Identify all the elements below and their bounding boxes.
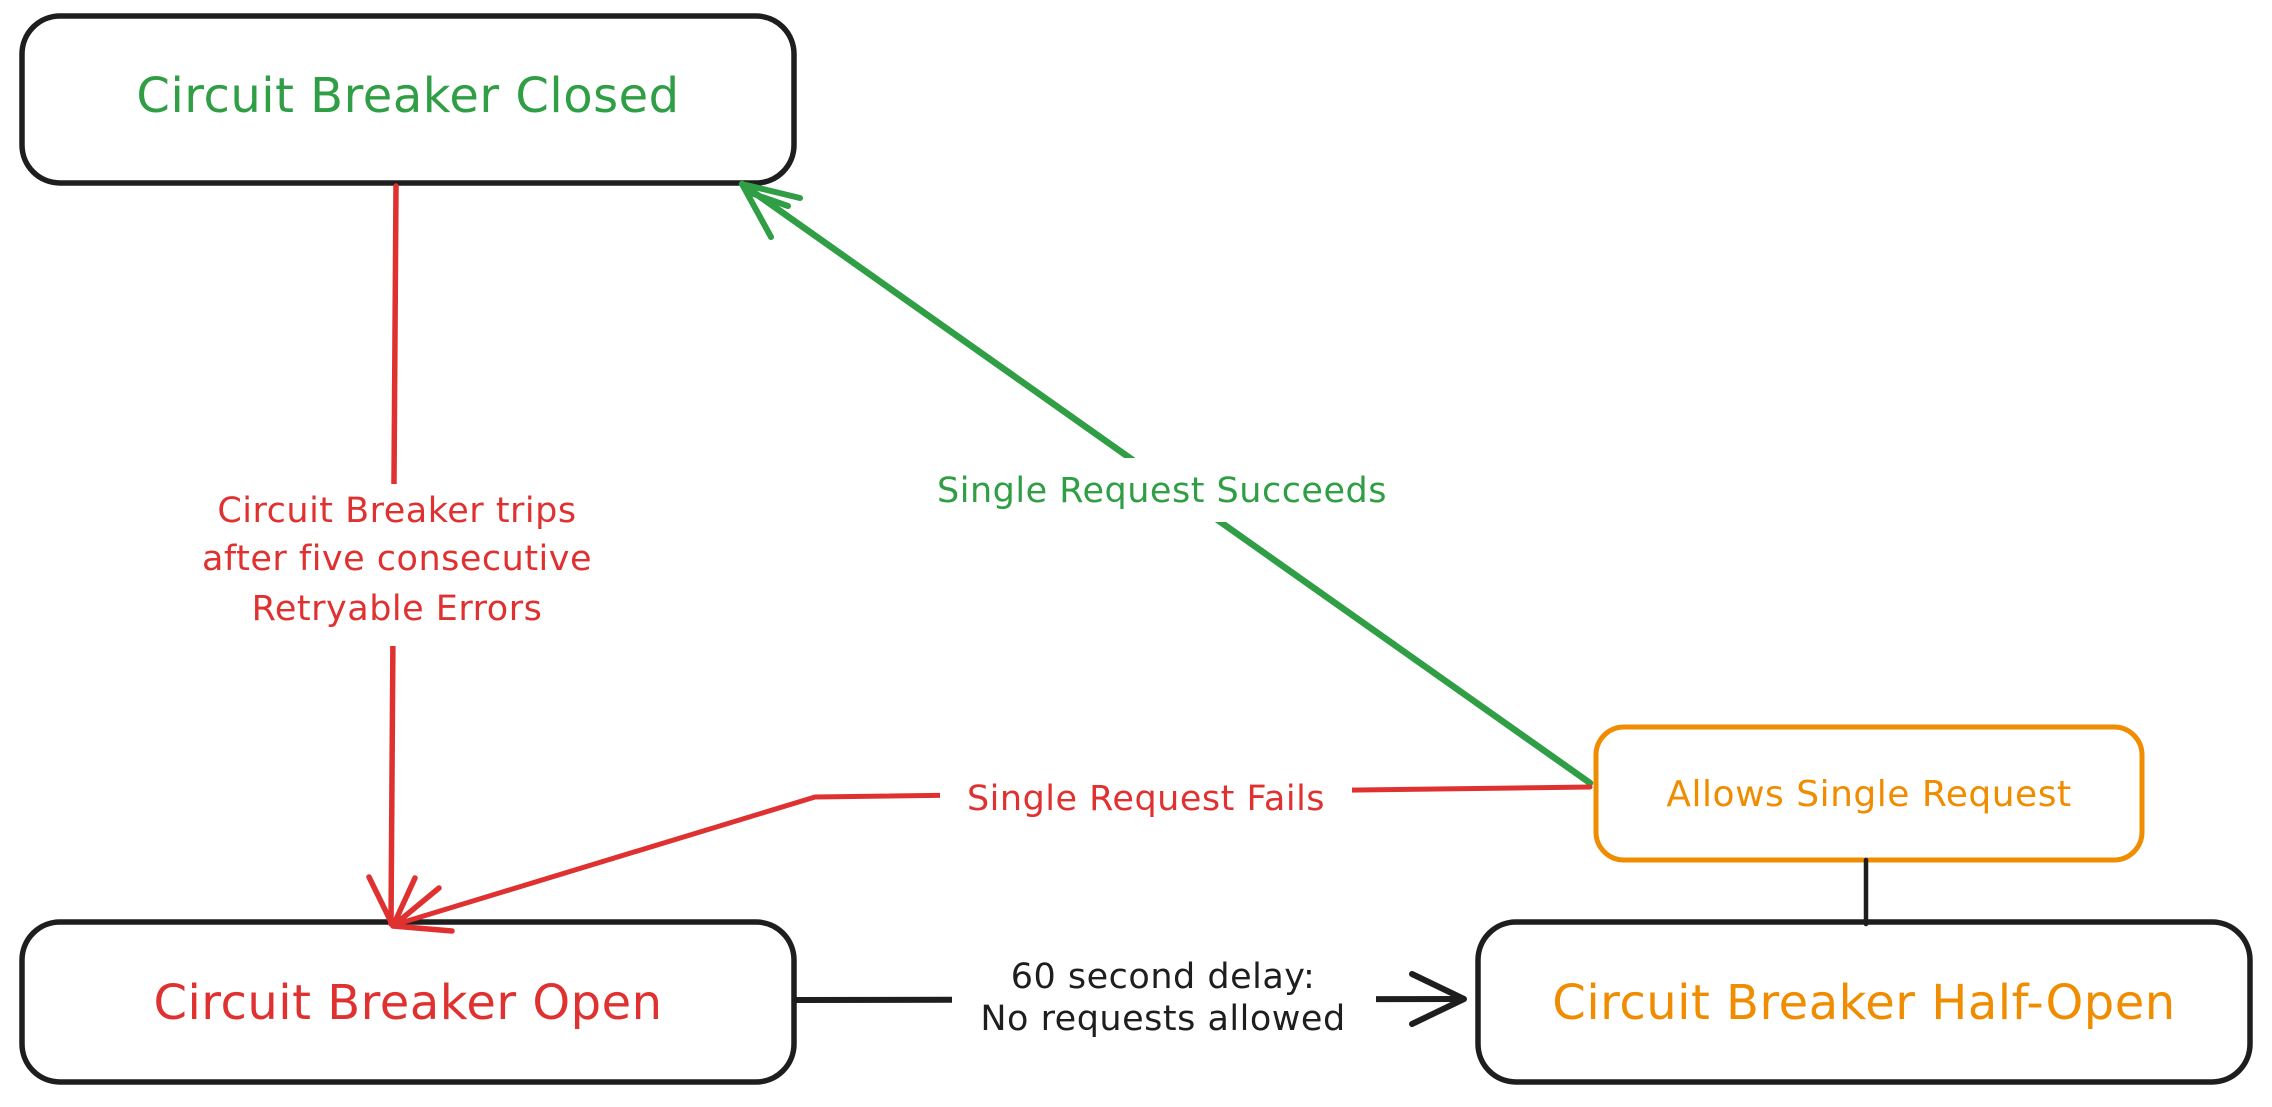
edge-succeeds-label-mask — [916, 458, 1408, 522]
edge-delay-arrowhead-icon — [1409, 971, 1467, 1027]
node-circuit-breaker-half-open-label: Circuit Breaker Half-Open — [1552, 975, 2175, 1031]
node-allows-single-request — [1593, 724, 2145, 863]
edge-delay-label-mask — [952, 944, 1376, 1050]
edge-succeeds-arrowhead-icon — [739, 181, 803, 240]
node-allows-single-request-label: Allows Single Request — [1666, 774, 2071, 815]
edge-trip-fails-arrowhead-icon — [366, 874, 455, 934]
edge-trip-label-line3: Retryable Errors — [252, 589, 543, 629]
edge-succeeds-label: Single Request Succeeds — [937, 471, 1387, 511]
edge-fails-label-mask — [940, 762, 1352, 824]
edge-delay-label-line1: 60 second delay: — [1011, 957, 1316, 997]
node-circuit-breaker-closed — [19, 13, 797, 186]
node-circuit-breaker-open-label: Circuit Breaker Open — [153, 975, 662, 1031]
node-circuit-breaker-closed-label: Circuit Breaker Closed — [136, 68, 679, 124]
edge-fails-label: Single Request Fails — [967, 779, 1325, 819]
edge-trip-label-line1: Circuit Breaker trips — [217, 491, 576, 531]
edge-trip-label-mask — [180, 484, 616, 646]
edge-trip-label-line2: after five consecutive — [202, 539, 592, 579]
edge-delay-label-line2: No requests allowed — [980, 999, 1345, 1039]
